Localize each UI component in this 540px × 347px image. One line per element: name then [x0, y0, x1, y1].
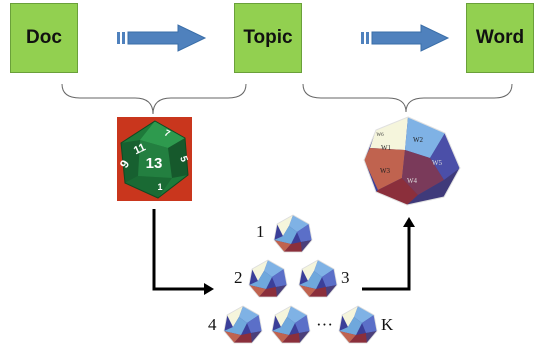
topic-face-w2: W2	[413, 136, 424, 144]
topic-number-4: 4	[208, 315, 217, 334]
topic-number-1: 1	[256, 222, 265, 241]
arrow-topic-to-word	[361, 24, 450, 52]
arrow-doc-to-topic	[117, 24, 207, 52]
d20-face-7: 7	[163, 128, 172, 139]
topic-die-1	[273, 214, 313, 253]
topic-number-2: 2	[234, 268, 243, 287]
d20-face-1: 1	[157, 182, 162, 192]
d20-die-image: 13 11 9 5 7 1	[117, 117, 192, 201]
topic-ellipsis: ···	[316, 315, 333, 334]
brace-topic-word	[302, 83, 513, 113]
topic-die-2	[248, 259, 288, 298]
topic-die-3	[298, 259, 338, 298]
topic-number-k: K	[381, 315, 394, 334]
topic-face-w6: W6	[376, 133, 384, 138]
arrow-topics-to-word	[362, 217, 415, 291]
topic-face-w3: W3	[380, 167, 391, 175]
arrow-doc-to-topics	[152, 209, 214, 295]
doc-node: Doc	[10, 3, 78, 73]
d20-face-13: 13	[146, 155, 163, 172]
topic-face-w4: W4	[407, 177, 418, 185]
topic-node: Topic	[234, 3, 302, 73]
topic-face-w5: W5	[432, 159, 443, 167]
word-node: Word	[466, 3, 534, 73]
d20-face-11: 11	[132, 141, 148, 157]
topic-face-w1: W1	[381, 144, 392, 152]
topic-die-large: W1 W2 W3 W4 W5 W6	[363, 116, 461, 206]
brace-doc-topic	[61, 83, 247, 115]
topic-die-k	[338, 305, 378, 344]
d20-face-5: 5	[177, 155, 189, 164]
topic-die-4	[223, 305, 263, 344]
topic-number-3: 3	[341, 268, 350, 287]
topic-die-5	[271, 305, 311, 344]
